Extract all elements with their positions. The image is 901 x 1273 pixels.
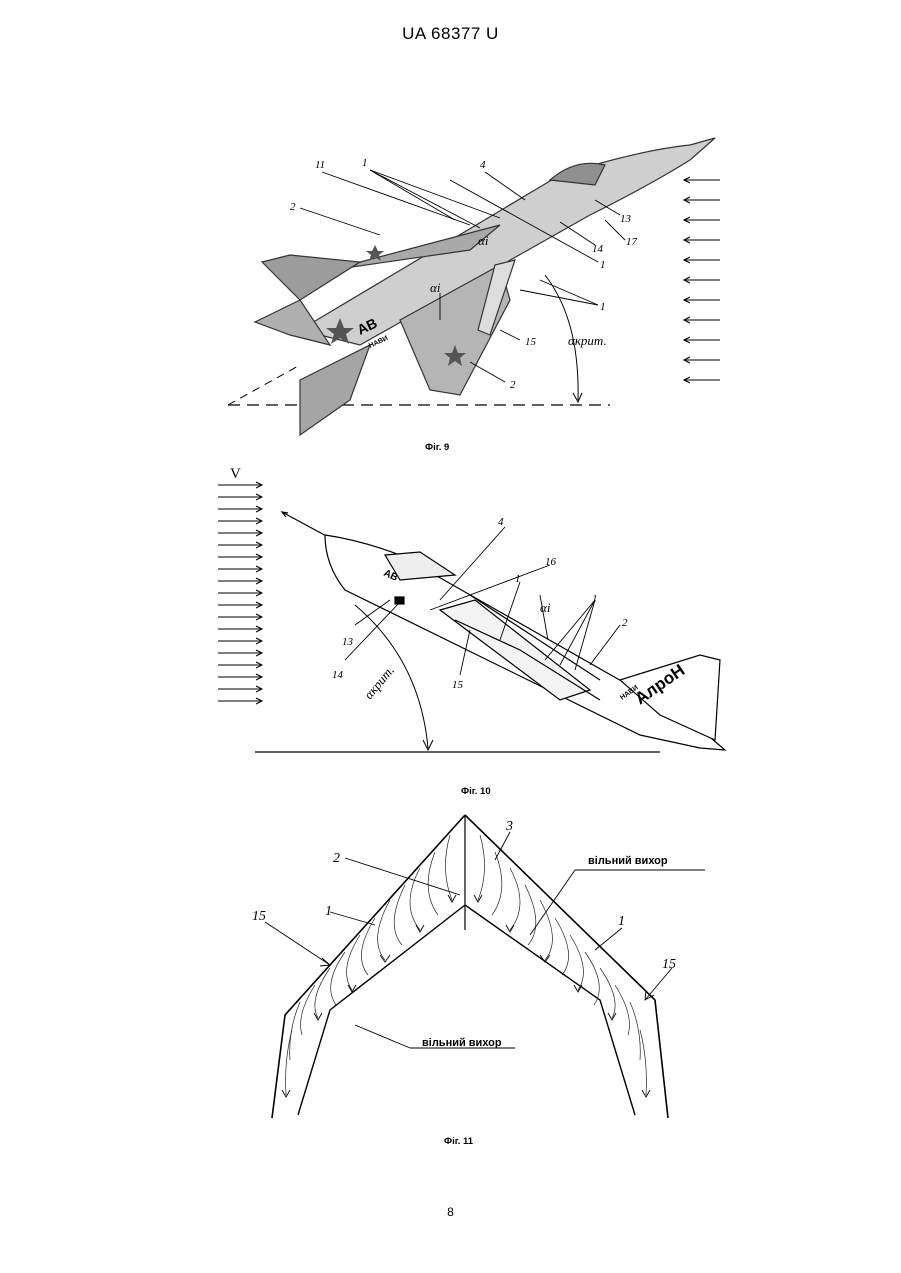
callout-fig11-15-left: 15 xyxy=(252,909,266,924)
vortex-label-right: вільний вихор xyxy=(588,855,668,867)
callout-fig11-1-right: 1 xyxy=(618,914,625,929)
figure-11-caption: Фіг. 11 xyxy=(444,1136,473,1147)
callout-fig11-2: 2 xyxy=(333,851,340,866)
callout-fig11-1-left: 1 xyxy=(325,904,332,919)
vortex-flow-lines xyxy=(286,835,647,1095)
callout-fig11-3: 3 xyxy=(505,819,513,834)
page-number: 8 xyxy=(0,1205,901,1219)
vortex-label-left: вільний вихор xyxy=(422,1037,502,1049)
callout-fig11-15-right: 15 xyxy=(662,957,676,972)
callouts-fig11: 2 3 15 1 1 15 xyxy=(252,819,676,972)
